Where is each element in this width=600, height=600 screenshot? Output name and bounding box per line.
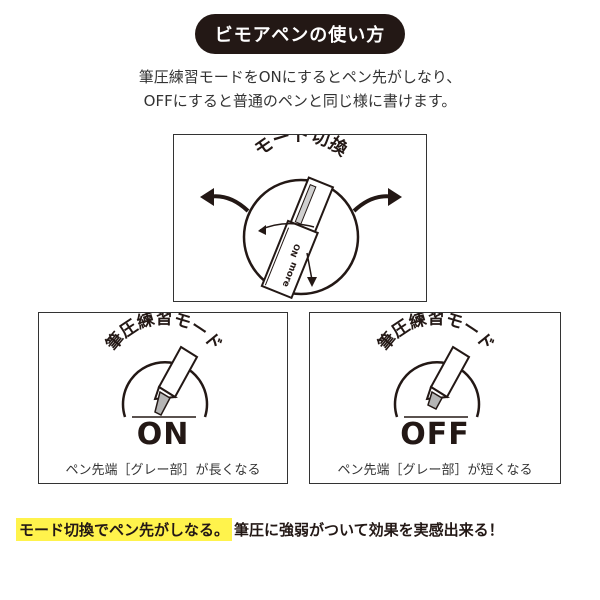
on-state-label: ON [136, 417, 190, 452]
on-mode-panel: 筆圧練習モード ON ペン先端［グレー部］が長くなる [38, 312, 288, 484]
mode-switch-label: モード切換 [251, 135, 353, 161]
off-caption: ペン先端［グレー部］が短くなる [337, 463, 533, 478]
title-badge: ビモアペンの使い方 [195, 14, 405, 54]
mode-switch-panel: モード切換 ON more [173, 134, 427, 302]
pen-tip-short-icon [425, 345, 471, 410]
description-line-2: OFFにすると普通のペンと同じ様に書けます。 [143, 92, 457, 110]
off-mode-label: 筆圧練習モード [374, 313, 498, 355]
description-line-1: 筆圧練習モードをONにするとペン先がしなり、 [138, 68, 462, 86]
twist-arrowhead-icon [258, 225, 266, 235]
rotate-right-arrowhead-icon [388, 188, 402, 206]
off-mode-circle [393, 360, 481, 418]
mode-switch-illustration: モード切換 ON more [200, 135, 402, 300]
on-mode-illustration: 筆圧練習モード [102, 313, 226, 418]
on-caption: ペン先端［グレー部］が長くなる [65, 463, 261, 478]
pen-icon: ON more [260, 176, 335, 300]
twist-down-arrowhead-icon [307, 277, 317, 287]
pen-tip-long-icon [153, 345, 199, 416]
off-mode-panel: 筆圧練習モード OFF ペン先端［グレー部］が短くなる [309, 312, 561, 484]
tagline-rest: 筆圧に強弱がついて効果を実感出来る！ [234, 520, 504, 539]
rotate-left-arrowhead-icon [200, 188, 214, 206]
tagline-highlight: モード切換でペン先がしなる。 [16, 517, 233, 541]
page-title: ビモアペンの使い方 [214, 25, 386, 46]
off-mode-illustration: 筆圧練習モード [374, 313, 498, 418]
on-mode-label: 筆圧練習モード [102, 313, 226, 355]
tagline: モード切換でペン先がしなる。 筆圧に強弱がついて効果を実感出来る！ [16, 516, 586, 542]
off-state-label: OFF [400, 417, 470, 452]
on-mode-circle [121, 360, 209, 418]
mode-circle [242, 178, 360, 296]
